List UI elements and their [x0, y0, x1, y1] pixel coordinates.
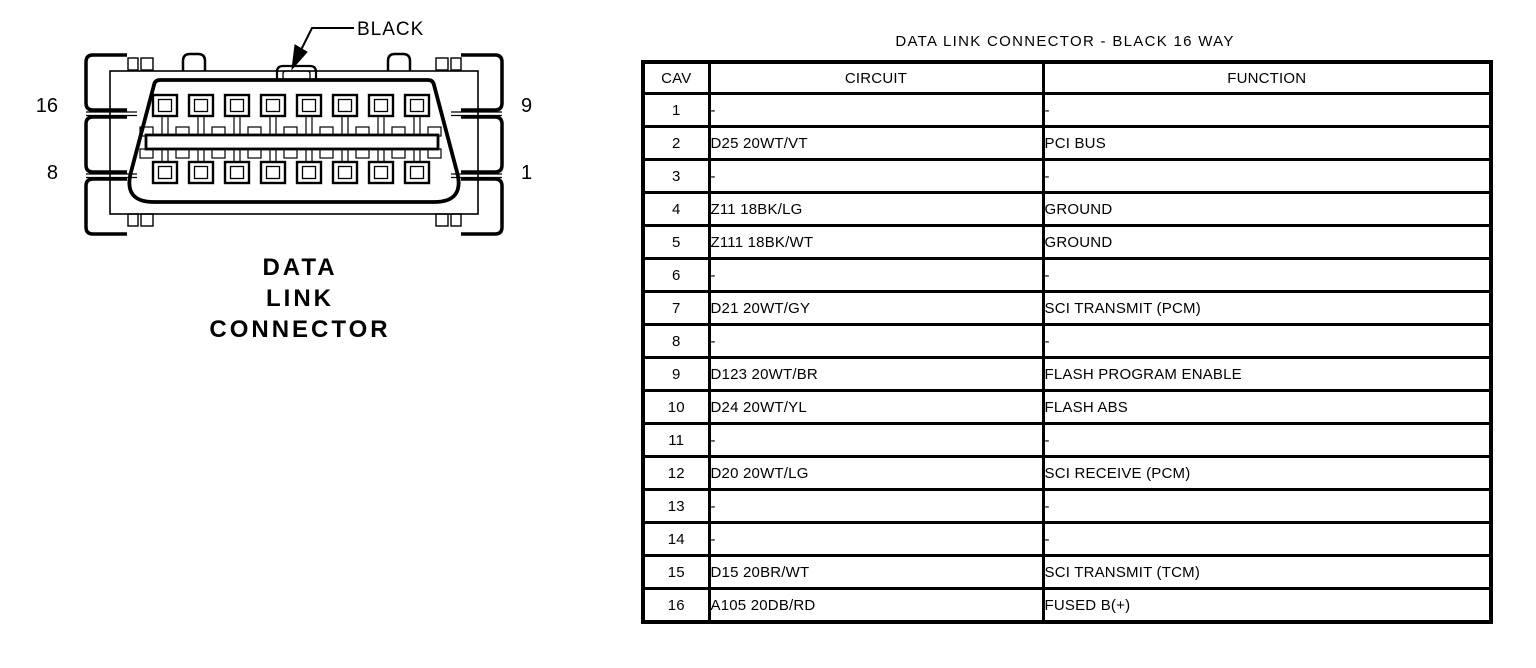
pinout-section: DATA LINK CONNECTOR - BLACK 16 WAY CAV C… [641, 33, 1493, 624]
table-row: 11-- [641, 422, 1493, 458]
top-tabs [181, 52, 412, 71]
table-row: 14-- [641, 521, 1493, 557]
circuit-cell: - [707, 521, 1045, 557]
circuit-cell: - [707, 257, 1045, 293]
cav-cell: 7 [641, 290, 711, 326]
header-cav: CAV [641, 60, 711, 95]
circuit-cell: Z111 18BK/WT [707, 224, 1045, 260]
function-cell: FLASH PROGRAM ENABLE [1041, 356, 1493, 392]
cav-cell: 8 [641, 323, 711, 359]
function-cell: - [1041, 422, 1493, 458]
function-cell: SCI TRANSMIT (TCM) [1041, 554, 1493, 590]
pin-row-top [151, 93, 431, 118]
function-cell: PCI BUS [1041, 125, 1493, 161]
connector-diagram: BLACK 16 8 9 1 [36, 19, 532, 236]
cav-cell: 3 [641, 158, 711, 194]
table-header-row: CAV CIRCUIT FUNCTION [641, 60, 1493, 95]
function-cell: FUSED B(+) [1041, 587, 1493, 624]
table-row: 3-- [641, 158, 1493, 194]
cav-cell: 2 [641, 125, 711, 161]
cav-cell: 14 [641, 521, 711, 557]
function-cell: - [1041, 158, 1493, 194]
cav-cell: 16 [641, 587, 711, 624]
function-cell: - [1041, 257, 1493, 293]
circuit-cell: - [707, 422, 1045, 458]
cav-cell: 6 [641, 257, 711, 293]
function-cell: - [1041, 92, 1493, 128]
right-brackets [461, 53, 504, 236]
function-cell: SCI RECEIVE (PCM) [1041, 455, 1493, 491]
black-callout-arrow [291, 27, 354, 71]
circuit-cell: D15 20BR/WT [707, 554, 1045, 590]
left-brackets [84, 53, 127, 236]
circuit-cell: D20 20WT/LG [707, 455, 1045, 491]
connector-caption: DATA LINK CONNECTOR [40, 252, 560, 345]
function-cell: SCI TRANSMIT (PCM) [1041, 290, 1493, 326]
header-function: FUNCTION [1041, 60, 1493, 95]
corner-details [127, 57, 462, 227]
cav-cell: 10 [641, 389, 711, 425]
pin-label-16: 16 [36, 95, 58, 117]
pin-label-9: 9 [521, 95, 532, 117]
cav-cell: 9 [641, 356, 711, 392]
circuit-cell: Z11 18BK/LG [707, 191, 1045, 227]
caption-line-2: LINK [266, 285, 334, 312]
function-cell: - [1041, 488, 1493, 524]
caption-line-1: DATA [262, 254, 338, 281]
cav-cell: 4 [641, 191, 711, 227]
cav-cell: 12 [641, 455, 711, 491]
center-bar [144, 133, 440, 151]
table-title: DATA LINK CONNECTOR - BLACK 16 WAY [895, 33, 1235, 50]
circuit-cell: D123 20WT/BR [707, 356, 1045, 392]
circuit-cell: D21 20WT/GY [707, 290, 1045, 326]
d-shape-cavity [127, 78, 461, 204]
circuit-cell: - [707, 92, 1045, 128]
caption-line-3: CONNECTOR [209, 316, 391, 343]
circuit-cell: D25 20WT/VT [707, 125, 1045, 161]
circuit-cell: A105 20DB/RD [707, 587, 1045, 624]
bracket-notch-lines [86, 111, 502, 179]
function-cell: - [1041, 521, 1493, 557]
table-row: 6-- [641, 257, 1493, 293]
circuit-cell: D24 20WT/YL [707, 389, 1045, 425]
connector-figure: BLACK 16 8 9 1 [0, 0, 560, 244]
center-latch [275, 64, 318, 80]
function-cell: - [1041, 323, 1493, 359]
header-circuit: CIRCUIT [707, 60, 1045, 95]
circuit-cell: - [707, 488, 1045, 524]
cav-cell: 15 [641, 554, 711, 590]
function-cell: GROUND [1041, 191, 1493, 227]
table-row: 13-- [641, 488, 1493, 524]
function-cell: GROUND [1041, 224, 1493, 260]
table-row: 8-- [641, 323, 1493, 359]
cav-cell: 11 [641, 422, 711, 458]
pin-label-8: 8 [47, 162, 58, 184]
circuit-cell: - [707, 323, 1045, 359]
pin-label-1: 1 [521, 162, 532, 184]
cav-cell: 13 [641, 488, 711, 524]
cav-cell: 5 [641, 224, 711, 260]
table-row: 1-- [641, 92, 1493, 128]
circuit-cell: - [707, 158, 1045, 194]
function-cell: FLASH ABS [1041, 389, 1493, 425]
cav-cell: 1 [641, 92, 711, 128]
connector-color-label: BLACK [357, 19, 424, 40]
pin-row-bottom [151, 160, 431, 185]
